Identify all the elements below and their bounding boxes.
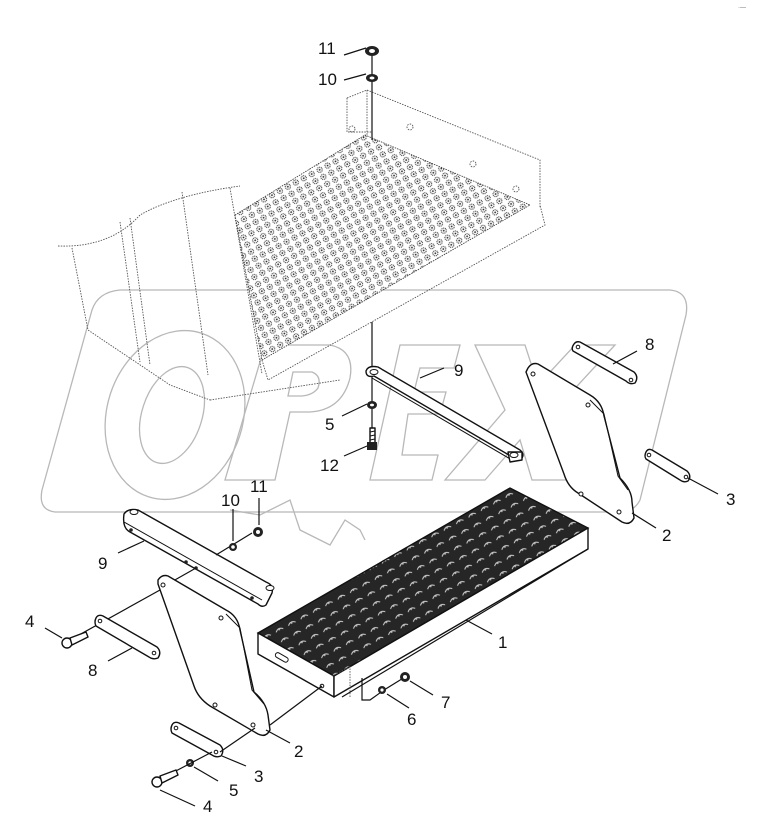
callout-4-lower: 4	[203, 797, 212, 816]
callout-11-mid: 11	[250, 477, 268, 496]
callout-9-upper: 9	[454, 361, 463, 380]
callout-2-left: 2	[294, 742, 303, 761]
top-fastener-stack	[365, 46, 379, 140]
callout-10-mid: 10	[221, 491, 240, 510]
callouts: 11 10 9 5 12 8 3 2 10 11 9 1 4 8 7 6 2	[25, 39, 735, 816]
callout-11-top: 11	[318, 39, 336, 58]
callout-12: 12	[320, 456, 339, 475]
callout-3-right: 3	[726, 490, 735, 509]
callout-7: 7	[441, 693, 450, 712]
left-hanger-assembly	[61, 567, 271, 788]
callout-4-left: 4	[25, 612, 34, 631]
corner-mark: ·—	[738, 5, 746, 11]
callout-2-right: 2	[662, 526, 671, 545]
right-hanger-assembly	[525, 341, 691, 525]
callout-10-top: 10	[318, 70, 337, 89]
callout-9-lower: 9	[98, 554, 107, 573]
callout-6: 6	[407, 710, 416, 729]
upper-bracket-assembly	[365, 322, 524, 463]
callout-3-left: 3	[254, 767, 263, 786]
lower-bracket-assembly	[122, 508, 275, 607]
existing-platform-ghost	[57, 89, 546, 401]
callout-8-left: 8	[88, 661, 97, 680]
callout-1: 1	[498, 633, 507, 652]
callout-5-lower: 5	[229, 781, 238, 800]
callout-8-right: 8	[645, 335, 654, 354]
callout-5-upper: 5	[325, 415, 334, 434]
step-tread	[256, 487, 590, 726]
